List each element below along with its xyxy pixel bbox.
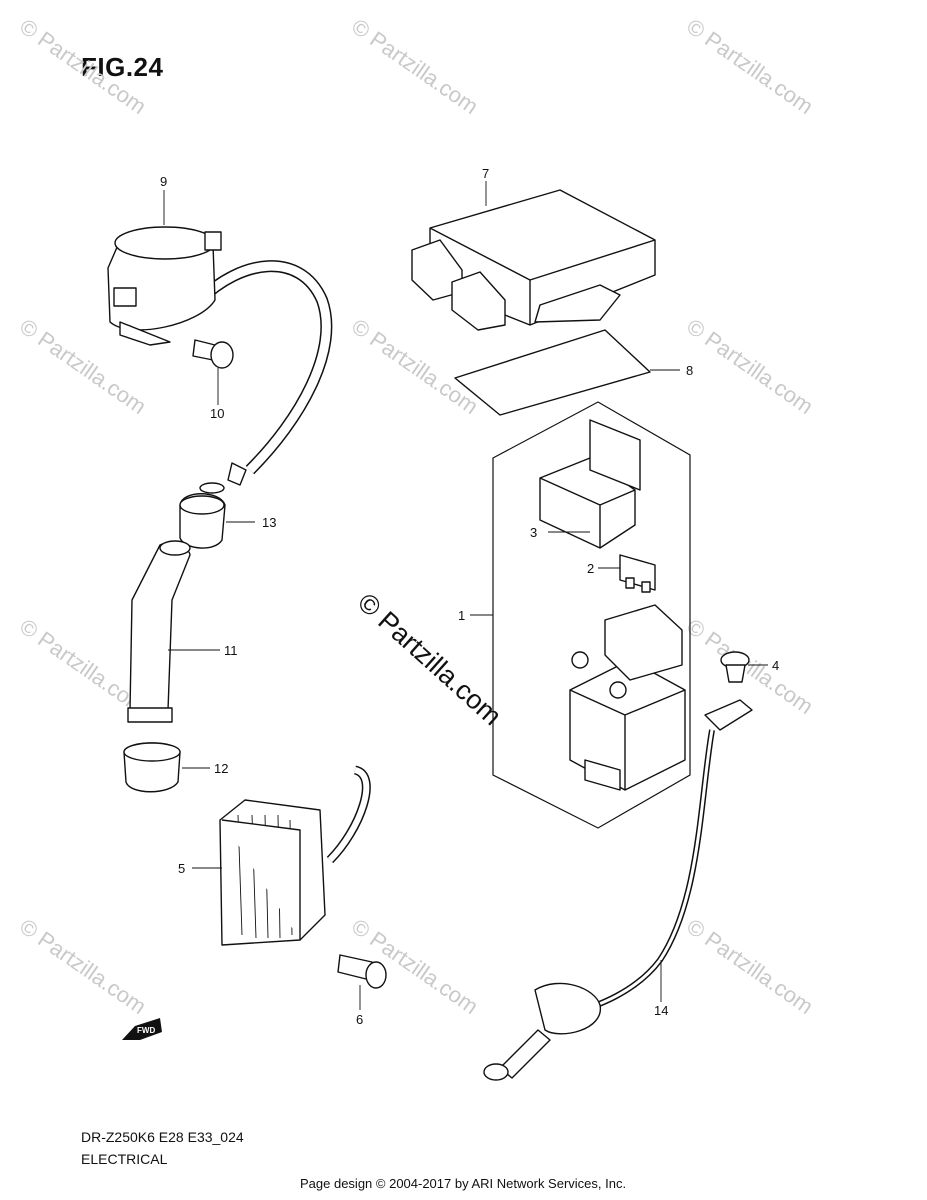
watermark: © Partzilla.com [15, 14, 151, 120]
watermark: © Partzilla.com [682, 614, 818, 720]
starter-relay-drawing [569, 604, 686, 791]
callout-2: 2 [587, 561, 594, 576]
screw-10-drawing [192, 339, 234, 369]
screw-6-drawing [337, 954, 387, 989]
cdi-unit-drawing [411, 189, 656, 331]
callout-9: 9 [160, 174, 167, 189]
callout-10: 10 [210, 406, 224, 421]
callout-14: 14 [654, 1003, 668, 1018]
regulator-drawing [219, 765, 371, 946]
watermark: © Partzilla.com [347, 14, 483, 120]
figure-title: FIG.24 [81, 52, 164, 82]
bolt-4-drawing [720, 651, 750, 683]
watermark-group: © Partzilla.com © Partzilla.com © Partzi… [15, 14, 818, 1020]
watermark-center: © Partzilla.com [352, 587, 507, 731]
callout-6: 6 [356, 1012, 363, 1027]
watermark: © Partzilla.com [682, 14, 818, 120]
plug-cap-drawing [127, 540, 191, 723]
fwd-label: FWD [137, 1026, 155, 1035]
footer-credit: Page design © 2004-2017 by ARI Network S… [300, 1176, 627, 1191]
model-code: DR-Z250K6 E28 E33_024 [81, 1129, 244, 1145]
watermark: © Partzilla.com [682, 914, 818, 1020]
watermark: © Partzilla.com [15, 914, 151, 1020]
fuse-drawing [619, 554, 656, 593]
callout-1: 1 [458, 608, 465, 623]
callout-4: 4 [772, 658, 779, 673]
callout-7: 7 [482, 166, 489, 181]
callout-5: 5 [178, 861, 185, 876]
callout-13: 13 [262, 515, 276, 530]
callout-labels: 9 10 13 11 12 5 6 7 8 1 3 2 4 14 [160, 166, 779, 1027]
callout-12: 12 [214, 761, 228, 776]
leader-lines [163, 181, 768, 1010]
battery-cable-drawing [483, 699, 753, 1081]
callout-3: 3 [530, 525, 537, 540]
cushion-pad-drawing [454, 329, 651, 416]
relay-cover-drawing [539, 419, 641, 549]
grommet-drawing [179, 482, 226, 549]
fwd-arrow: FWD [122, 1018, 162, 1040]
callout-8: 8 [686, 363, 693, 378]
seal-drawing [123, 742, 181, 793]
callout-11: 11 [224, 643, 238, 658]
assembly-box [492, 401, 691, 829]
watermark: © Partzilla.com [347, 314, 483, 420]
watermark: © Partzilla.com [682, 314, 818, 420]
section-name: ELECTRICAL [81, 1151, 168, 1167]
ignition-coil-drawing [107, 226, 333, 486]
